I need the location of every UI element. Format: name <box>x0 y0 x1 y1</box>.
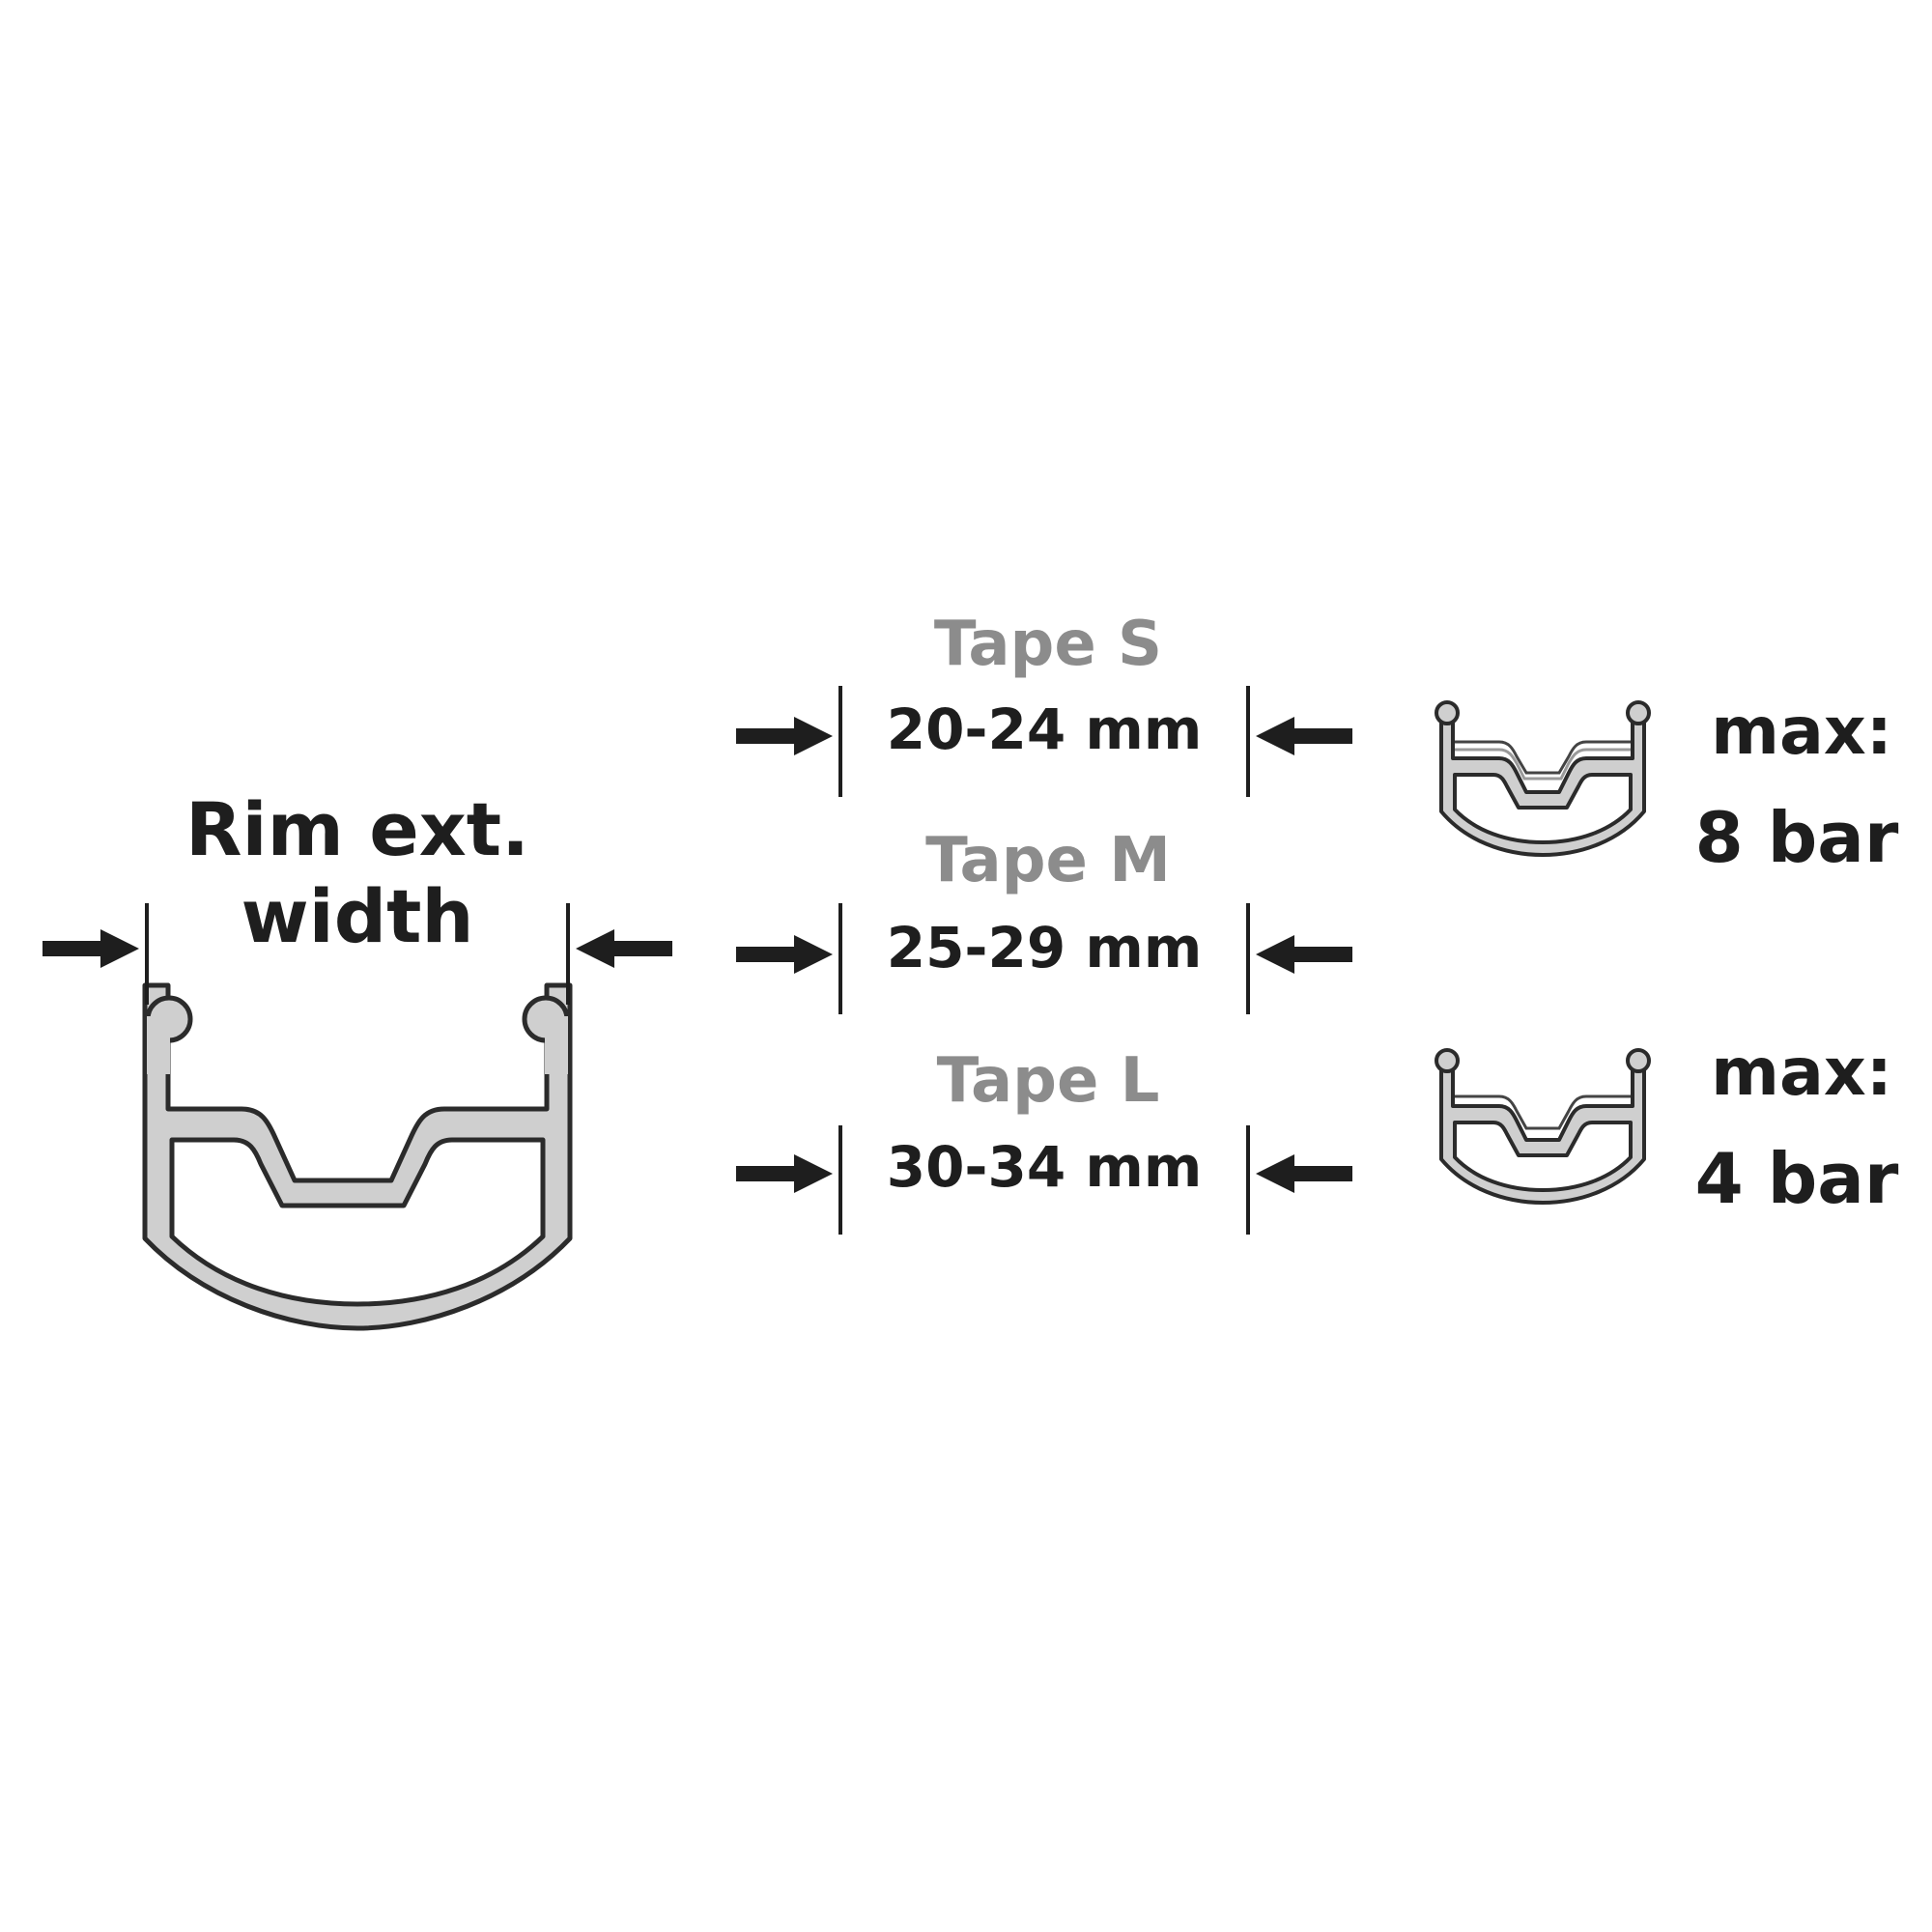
pressure-lower-value: 4 bar <box>1695 1138 1899 1219</box>
rim-label-line1: Rim ext. <box>185 786 529 872</box>
tape-m-name: Tape M <box>925 825 1171 896</box>
pressure-upper-label: max: <box>1711 694 1892 770</box>
rim-left-arrow <box>43 929 139 968</box>
tape-l-range: 30-34 mm <box>887 1134 1203 1200</box>
tape-s-right-arrow <box>1256 717 1352 755</box>
tape-l-left-arrow <box>736 1154 833 1193</box>
pressure-upper-value: 8 bar <box>1695 797 1899 878</box>
pressure-lower-label: max: <box>1711 1035 1892 1111</box>
tape-s-name: Tape S <box>934 609 1162 680</box>
tape-l-name: Tape L <box>937 1045 1160 1117</box>
tape-s-range: 20-24 mm <box>887 696 1203 762</box>
tape-m-range: 25-29 mm <box>887 915 1203 980</box>
small-rim-lower <box>1435 1048 1651 1205</box>
tape-m-right-arrow <box>1256 935 1352 974</box>
rim-label-line2: width <box>241 873 473 959</box>
tape-l-right-arrow <box>1256 1154 1352 1193</box>
tape-s-left-arrow <box>736 717 833 755</box>
large-rim-profile <box>145 985 570 1328</box>
tape-m-left-arrow <box>736 935 833 974</box>
rim-right-arrow <box>576 929 672 968</box>
small-rim-upper <box>1435 700 1651 857</box>
